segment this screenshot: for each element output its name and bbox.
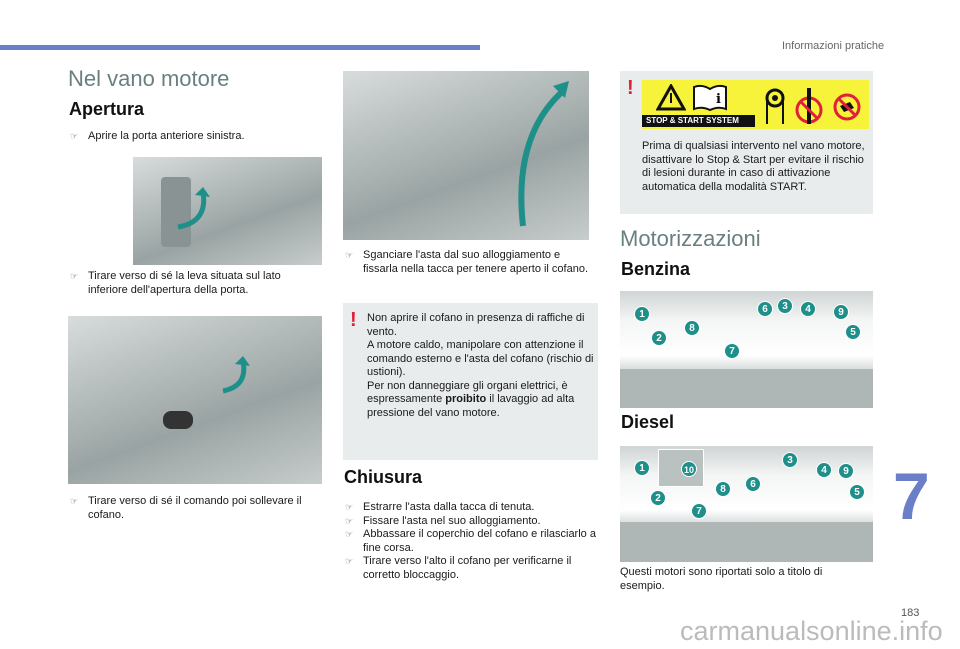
- step: ☞Tirare verso di sé la leva situata sul …: [70, 270, 281, 296]
- callout-badge: 8: [715, 481, 731, 497]
- callout-badge: 7: [691, 503, 707, 519]
- warning-text: Per non danneggiare gli organi elettrici…: [367, 379, 575, 419]
- callout-badge: 4: [816, 462, 832, 478]
- hand-pointer-icon: ☞: [345, 515, 354, 526]
- warning-exclamation-icon: !: [350, 309, 357, 331]
- curved-arrow-icon: [177, 187, 210, 230]
- callout-badge: 4: [800, 301, 816, 317]
- top-accent-bar: [0, 45, 480, 50]
- hand-pointer-icon: ☞: [70, 496, 79, 506]
- step: ☞Estrarre l'asta dalla tacca di tenuta.: [345, 501, 535, 513]
- door-lever-image: [133, 157, 322, 265]
- hand-pointer-icon: ☞: [70, 131, 79, 141]
- warning-text: Non aprire il cofano in presenza di raff…: [367, 312, 585, 338]
- svg-text:i: i: [716, 92, 721, 107]
- callout-badge: 6: [757, 301, 773, 317]
- callout-badge: 9: [838, 463, 854, 479]
- callout-badge: 1: [634, 306, 650, 322]
- belt-pulley-icon: [765, 88, 785, 124]
- stop-start-label: STOP & START SYSTEM: [642, 115, 755, 127]
- step: ☞Aprire la porta anteriore sinistra.: [70, 130, 245, 142]
- page-title: Nel vano motore: [68, 66, 230, 91]
- watermark: carmanualsonline.info: [680, 616, 943, 646]
- callout-badge: 2: [651, 330, 667, 346]
- engine-caption: Questi motori sono riportati solo a tito…: [620, 566, 823, 592]
- callout-badge: 10: [681, 461, 697, 477]
- page-number: 183: [901, 607, 920, 619]
- no-hand-icon: [833, 93, 861, 121]
- hand-pointer-icon: ☞: [345, 529, 354, 539]
- callout-badge: 3: [777, 298, 793, 314]
- stop-start-warning-text: Prima di qualsiasi intervento nel vano m…: [642, 140, 865, 193]
- apertura-heading: Apertura: [69, 99, 145, 119]
- section-header: Informazioni pratiche: [782, 40, 885, 52]
- callout-badge: 7: [724, 343, 740, 359]
- motorizzazioni-heading: Motorizzazioni: [620, 226, 761, 251]
- step: ☞Sganciare l'asta dal suo alloggiamento …: [345, 249, 589, 275]
- chiusura-steps: ☞Estrarre l'asta dalla tacca di tenuta. …: [345, 501, 600, 582]
- hand-pointer-icon: ☞: [70, 271, 79, 281]
- warning-box-hood: ! Non aprire il cofano in presenza di ra…: [343, 303, 598, 460]
- step: ☞Fissare l'asta nel suo alloggiamento.: [345, 514, 541, 527]
- diesel-engine-image: 1 2 3 4 5 6 7 8 9 10: [620, 446, 873, 562]
- no-tool-icon: [795, 88, 823, 124]
- step: ☞Tirare verso l'alto il cofano per verif…: [345, 555, 572, 581]
- warning-text: A motore caldo, manipolare con attenzion…: [367, 339, 594, 378]
- chapter-number: 7: [893, 459, 930, 533]
- hood-prop-image: [343, 71, 589, 240]
- callout-badge: 3: [782, 452, 798, 468]
- petrol-engine-image: 1 2 3 4 5 6 7 8 9: [620, 291, 873, 408]
- callout-badge: 8: [684, 320, 700, 336]
- warning-triangle-icon: [656, 84, 686, 111]
- chiusura-heading: Chiusura: [344, 467, 423, 487]
- callout-badge: 5: [849, 484, 865, 500]
- callout-badge: 5: [845, 324, 861, 340]
- callout-badge: 6: [745, 476, 761, 492]
- callout-badge: 2: [650, 490, 666, 506]
- callout-badge: 9: [833, 304, 849, 320]
- hood-open-arrow-icon: [518, 81, 569, 227]
- hand-pointer-icon: ☞: [345, 502, 354, 512]
- step: ☞Tirare verso di sé il comando poi solle…: [70, 495, 302, 521]
- benzina-heading: Benzina: [621, 259, 691, 279]
- diesel-heading: Diesel: [621, 412, 675, 432]
- warning-box-stop-start: ! i STOP & START SYSTEM Prima di qualsia…: [620, 71, 873, 214]
- step: ☞Abbassare il coperchio del cofano e ril…: [345, 528, 596, 554]
- hand-pointer-icon: ☞: [345, 556, 354, 566]
- stop-start-banner: i STOP & START SYSTEM: [642, 80, 869, 129]
- curved-arrow-icon: [222, 356, 250, 394]
- warning-exclamation-icon: !: [627, 77, 634, 99]
- hood-release-image: [68, 316, 322, 484]
- hand-pointer-icon: ☞: [345, 250, 354, 260]
- callout-badge: 1: [634, 460, 650, 476]
- manual-book-icon: i: [693, 84, 727, 111]
